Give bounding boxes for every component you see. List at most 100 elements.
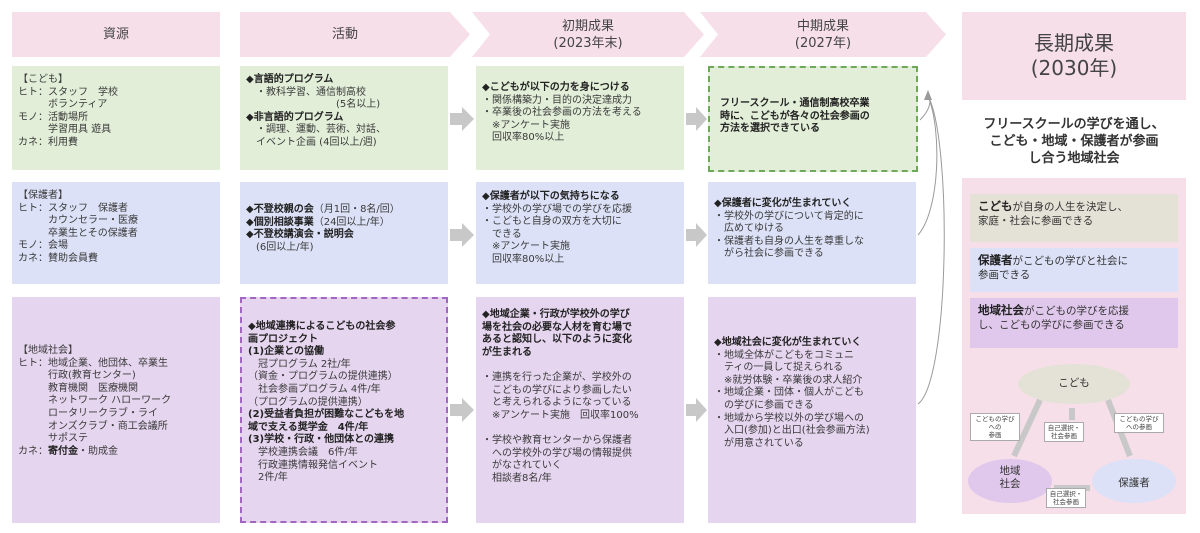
text-line bbox=[482, 422, 678, 435]
text-line: ※アンケート実施 bbox=[482, 119, 570, 131]
text-line: 【地域社会】 bbox=[18, 345, 78, 356]
text-line: ・地域から学校以外の学び場への bbox=[714, 412, 864, 424]
text-line: フリースクール・通信制高校卒業 bbox=[720, 98, 870, 109]
text-line: ヒト：スタッフ 学校 bbox=[18, 86, 118, 98]
connector-curve bbox=[919, 95, 931, 121]
text-line: が生まれる bbox=[482, 346, 532, 358]
text-line: 【保護者】 bbox=[18, 190, 68, 201]
text-line: 回収率80%以上 bbox=[482, 253, 565, 265]
initial-outcome-guardians: ◆保護者が以下の気持ちになる・学校外の学び場での学びを応援・こどもと自身の双方を… bbox=[476, 182, 684, 284]
text-line: 2件/年 bbox=[248, 472, 288, 484]
text-line: できる bbox=[482, 228, 522, 240]
text-line: イベント企画 (4回以上/週) bbox=[246, 136, 377, 148]
cycle-label-right: こどもの学び への参画 bbox=[1114, 413, 1164, 433]
text-line: 入口(参加)と出口(社会参画方法) bbox=[714, 425, 870, 437]
cycle-child-label: こども bbox=[1058, 377, 1090, 389]
text-line: ※アンケート実施 回収率100% bbox=[482, 409, 639, 421]
cycle-child-node bbox=[1018, 364, 1130, 404]
text-line: ・卒業後の社会参画の方法を考える bbox=[482, 107, 642, 119]
activity-guardians: ◆不登校親の会（月1回・8名/回）◆個別相談事業（24回以上/年）◆不登校講演会… bbox=[240, 182, 448, 284]
header-activities: 活動 bbox=[240, 12, 470, 57]
cycle-guardian-label: 保護者 bbox=[1118, 477, 1150, 489]
text-line: こどもの学びにより参画したい bbox=[482, 384, 632, 396]
text-line: モノ：会場 bbox=[18, 240, 68, 252]
text-line: ◆不登校親の会（月1回・8名/回） bbox=[246, 204, 400, 215]
text-line: 社会参画プログラム 4件/年 bbox=[248, 383, 381, 395]
text-line: が用意されている bbox=[714, 437, 804, 449]
text-line: (3)学校・行政・他団体との連携 bbox=[248, 434, 394, 446]
text-line: カネ：賛助会員費 bbox=[18, 252, 98, 264]
resource-community: 【地域社会】ヒト：地域企業、他団体、卒業生 行政(教育センター) 教育機関 医療… bbox=[12, 297, 220, 523]
text-line: ◆こどもが以下の力を身につける bbox=[482, 82, 630, 93]
text-line: 【こども】 bbox=[18, 74, 68, 85]
long-term-card-community: 地域社会がこどもの学びを応援 し、こどもの学びに参画できる bbox=[970, 298, 1178, 348]
arrow-right-icon bbox=[686, 107, 707, 131]
cycle-guardian-node bbox=[1092, 459, 1176, 503]
text-line: ◆保護者に変化が生まれていく bbox=[714, 198, 852, 209]
text-line: ・関係構築力・目的の決定達成力 bbox=[482, 94, 632, 106]
text-line bbox=[482, 359, 678, 372]
text-line: の学びに参画できる bbox=[714, 399, 814, 411]
text-line: 相談者8名/年 bbox=[482, 472, 552, 484]
text-line: ・地域企業・団体・個人がこども bbox=[714, 387, 864, 399]
text-line: サポステ bbox=[18, 433, 88, 445]
text-line: (1)企業との協働 bbox=[248, 346, 324, 358]
text-line: ボランティア bbox=[18, 99, 108, 111]
resource-community-money: カネ：寄付金・助成金 bbox=[18, 445, 118, 457]
connector-curve bbox=[917, 95, 938, 236]
text-line: がなされていく bbox=[482, 460, 562, 472]
activity-community: ◆地域連携によるこどもの社会参画プロジェクト(1)企業との協働 冠プログラム 2… bbox=[240, 297, 448, 523]
arrow-right-icon bbox=[686, 398, 707, 422]
text-line: ◆個別相談事業（24回以上/年） bbox=[246, 216, 390, 228]
arrow-right-icon bbox=[450, 223, 474, 247]
text-line: ◆地域企業・行政が学校外の学び bbox=[482, 309, 630, 320]
text-line: がら社会に参画できる bbox=[714, 248, 824, 260]
text-line: 時に、こどもが各々の社会参画の bbox=[720, 110, 870, 122]
resource-guardians: 【保護者】ヒト：スタッフ 保護者 カウンセラー・医療 卒業生とその保護者モノ：会… bbox=[12, 182, 220, 284]
text-line: ◆保護者が以下の気持ちになる bbox=[482, 191, 620, 202]
arrow-up-icon bbox=[924, 90, 932, 100]
text-line: ネットワーク ハローワーク bbox=[18, 395, 172, 407]
text-line: ・教科学習、通信制高校 bbox=[246, 86, 366, 98]
text-line: 行政連携情報発信イベント bbox=[248, 459, 378, 471]
text-line: ヒト：スタッフ 保護者 bbox=[18, 202, 128, 214]
header-mid-outcome: 中期成果 (2027年) bbox=[700, 12, 946, 57]
text-line: ・連携を行った企業が、学校外の bbox=[482, 371, 632, 383]
text-line: ※アンケート実施 bbox=[482, 241, 570, 253]
initial-outcome-community: ◆地域企業・行政が学校外の学び場を社会の必要な人材を育む場であると認知し、以下の… bbox=[476, 297, 684, 523]
text-line: モノ：活動場所 bbox=[18, 111, 88, 123]
text-line: 冠プログラム 2社/年 bbox=[248, 358, 351, 370]
text-line: オンズクラブ・商工会議所 bbox=[18, 420, 168, 432]
text-line: 学習用具 遊具 bbox=[18, 124, 112, 136]
text-line: (2)受益者負担が困難なこどもを地 bbox=[248, 409, 405, 421]
arrow-right-icon bbox=[450, 398, 474, 422]
long-term-card-children: こどもが自身の人生を決定し、 家庭・社会に参画できる bbox=[970, 194, 1178, 242]
resource-children: 【こども】ヒト：スタッフ 学校 ボランティアモノ：活動場所 学習用具 遊具カネ：… bbox=[12, 66, 220, 170]
cycle-label-bottom: 自己選択・ 社会参画 bbox=[1046, 488, 1086, 508]
text-line: と考えられるようになっている bbox=[482, 397, 632, 409]
long-term-vision: フリースクールの学びを通し、 こども・地域・保護者が参画 し合う地域社会 bbox=[983, 117, 1165, 166]
text-line: カネ：利用費 bbox=[18, 136, 78, 148]
cycle-label-center: 自己選択・ 社会参画 bbox=[1044, 422, 1084, 442]
text-line: 広めてゆける bbox=[714, 223, 784, 235]
text-line: ◆地域連携によるこどもの社会参 bbox=[248, 321, 396, 332]
connector-curve bbox=[917, 95, 945, 405]
text-line: ◆地域社会に変化が生まれていく bbox=[714, 337, 862, 348]
text-line: カウンセラー・医療 bbox=[18, 215, 138, 227]
text-line: ・こどもと自身の双方を大切に bbox=[482, 216, 622, 228]
long-term-card-guardians: 保護者がこどもの学びと社会に 参画できる bbox=[970, 248, 1178, 292]
text-line: 画プロジェクト bbox=[248, 333, 318, 345]
text-line: ヒト：地域企業、他団体、卒業生 bbox=[18, 357, 168, 369]
mid-outcome-children: フリースクール・通信制高校卒業時に、こどもが各々の社会参画の方法を選択できている bbox=[708, 66, 918, 172]
arrow-right-icon bbox=[450, 107, 474, 131]
arrow-right-icon bbox=[686, 223, 707, 247]
text-line: ロータリークラブ・ライ bbox=[18, 407, 158, 419]
text-line: （資金・プログラムの提供連携） bbox=[248, 371, 398, 383]
text-line: 域で支える奨学金 4件/年 bbox=[248, 421, 369, 433]
text-line: ◆言語的プログラム bbox=[246, 74, 334, 85]
text-line: 回収率80%以上 bbox=[482, 132, 565, 144]
text-line: （プログラムの提供連携） bbox=[248, 396, 368, 408]
text-line: ティの一員して捉えられる bbox=[714, 362, 844, 374]
text-line: ※就労体験・卒業後の求人紹介 bbox=[714, 374, 863, 386]
text-line: への学校外の学び場の情報提供 bbox=[482, 447, 632, 459]
